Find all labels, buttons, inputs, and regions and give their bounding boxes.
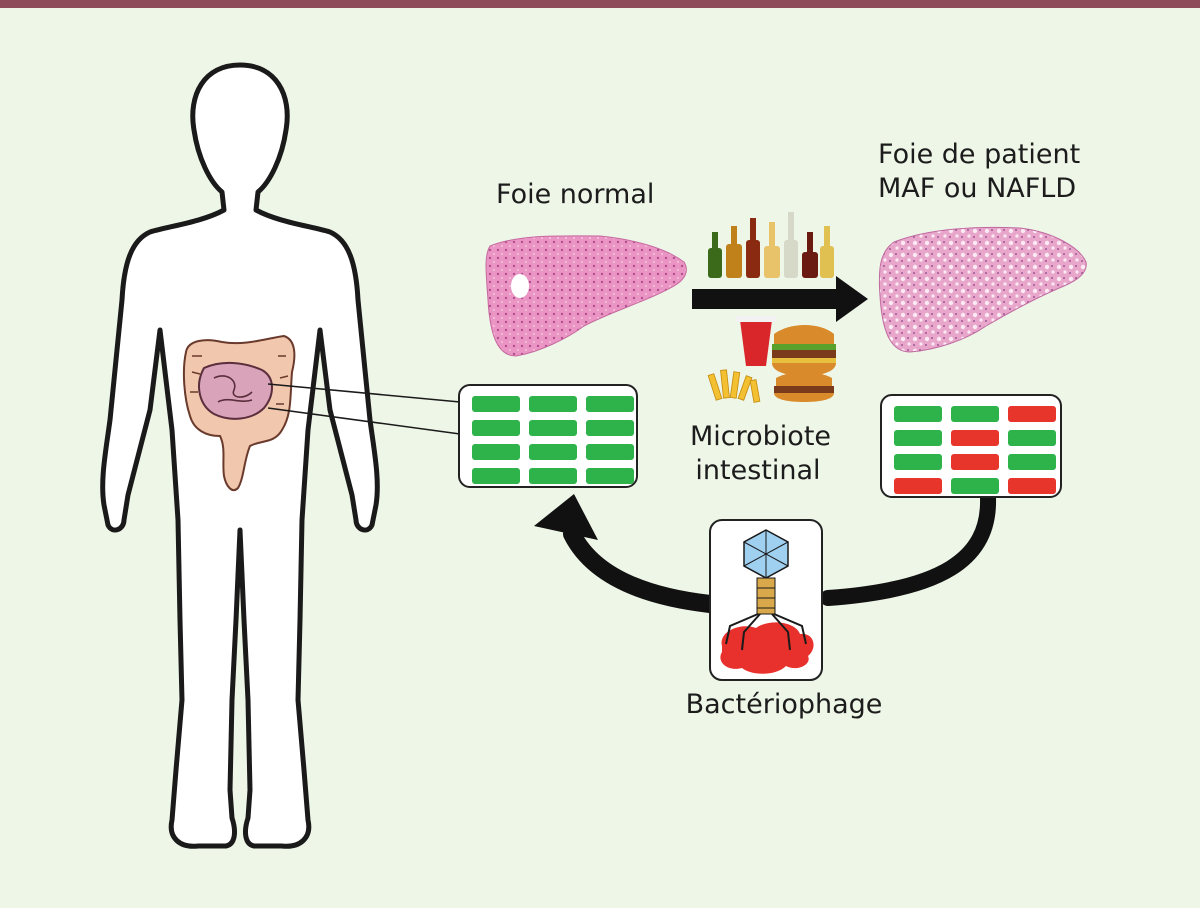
healthy-bacteria-cell-green: [586, 468, 634, 484]
healthy-bacteria-cell-green: [529, 396, 577, 412]
microbiota-label-line1: Microbiote: [690, 421, 832, 452]
healthy-bacteria-cell-green: [472, 420, 520, 436]
healthy-bacteria-cell-green: [472, 396, 520, 412]
healthy-bacteria-cell-green: [529, 468, 577, 484]
healthy-microbiota-grid: [458, 384, 638, 488]
healthy-bacteria-cell-green: [529, 444, 577, 460]
microbiota-label-line2: intestinal: [695, 455, 821, 486]
progression-arrow-icon: [692, 276, 868, 322]
healthy-bacteria-cell-green: [472, 468, 520, 484]
dysbiotic-bacteria-cell-green: [894, 430, 942, 446]
normal-liver-label: Foie normal: [496, 179, 655, 210]
dysbiotic-bacteria-cell-green: [951, 406, 999, 422]
healthy-bacteria-cell-green: [586, 444, 634, 460]
healthy-bacteria-cell-green: [586, 420, 634, 436]
healthy-bacteria-cell-green: [472, 444, 520, 460]
intestine-to-grid-connector: [267, 383, 461, 435]
dysbiotic-bacteria-cell-red: [894, 478, 942, 494]
fast-food-icon: [707, 316, 836, 403]
top-accent-bar: [0, 0, 1200, 8]
healthy-bacteria-cell-green: [586, 396, 634, 412]
bacteriophage-icon: [709, 519, 823, 681]
dysbiotic-bacteria-cell-red: [951, 430, 999, 446]
phage-therapy-return-arrow: [563, 490, 997, 613]
dysbiotic-bacteria-cell-green: [1008, 430, 1056, 446]
normal-liver-histology-icon: [485, 235, 687, 357]
dysbiotic-bacteria-cell-green: [1008, 454, 1056, 470]
dysbiotic-microbiota-grid: [880, 394, 1062, 498]
alcohol-bottles-icon: [708, 212, 834, 278]
dysbiotic-bacteria-cell-green: [894, 454, 942, 470]
bacteriophage-label: Bactériophage: [685, 689, 883, 720]
patient-liver-label-line2: MAF ou NAFLD: [878, 173, 1077, 204]
intestine-icon: [182, 334, 296, 492]
dysbiotic-bacteria-cell-red: [1008, 406, 1056, 422]
healthy-bacteria-cell-green: [529, 420, 577, 436]
arrow-head-to-healthy-grid: [534, 494, 598, 540]
patient-liver-label-line1: Foie de patient: [878, 139, 1081, 170]
dysbiotic-bacteria-cell-green: [894, 406, 942, 422]
dysbiotic-bacteria-cell-red: [951, 454, 999, 470]
dysbiotic-bacteria-cell-green: [951, 478, 999, 494]
diseased-liver-histology-icon: [878, 226, 1087, 353]
dysbiotic-bacteria-cell-red: [1008, 478, 1056, 494]
